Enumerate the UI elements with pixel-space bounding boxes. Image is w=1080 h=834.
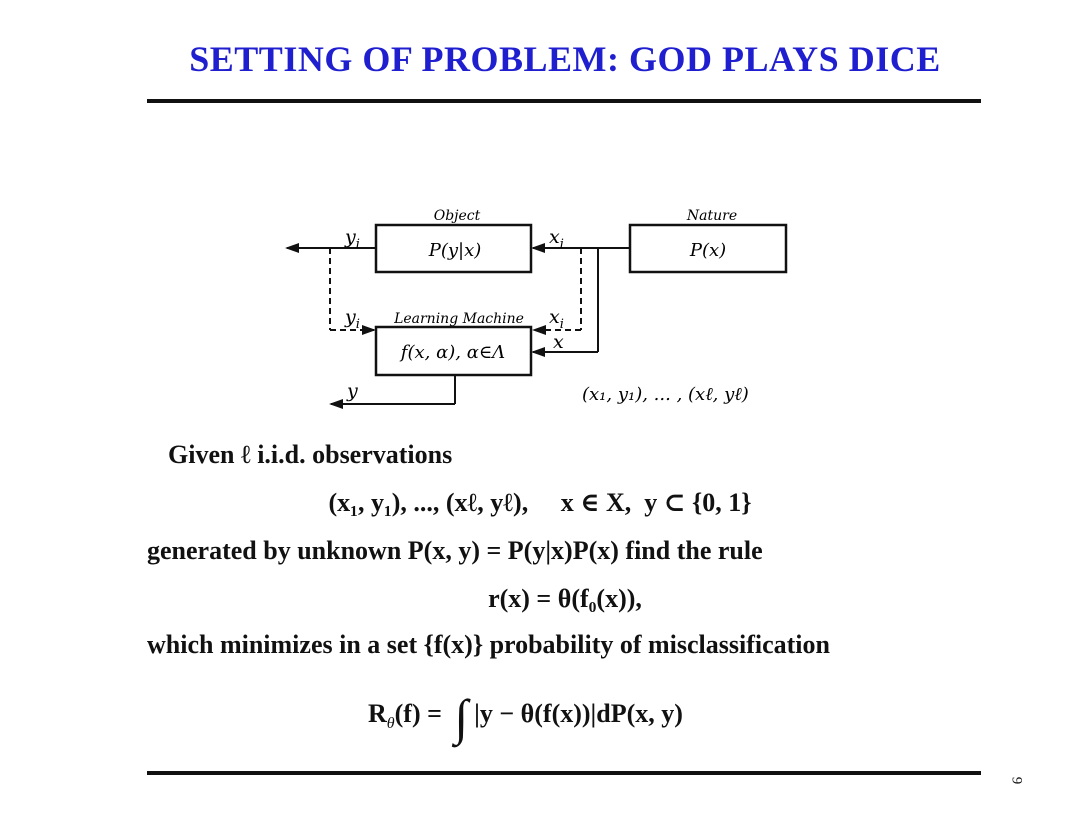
yi-mid-label: yi [344,306,360,332]
learning-machine-caption: Learning Machine [393,311,524,327]
sample-sequence-label: (x₁, y₁), ... , (xℓ, yℓ) [582,384,749,405]
risk-rhs: |y − θ(f(x))|dP(x, y) [474,699,683,728]
nature-box-label: P(x) [689,240,726,261]
which-text: which minimizes in a set {f(x)} probabil… [147,630,830,659]
risk-mid: (f) = [394,699,442,728]
xi-mid-label: xi [549,306,564,332]
object-caption: Object [434,208,481,224]
risk-lhs: R [368,699,387,728]
page-number: 9 [1008,776,1025,785]
risk-subscript: θ [386,715,395,733]
x-label: x [553,331,564,353]
risk-formula: Rθ(f) = ∫|y − θ(f(x))|dP(x, y) [368,688,683,746]
given-text: Given ℓ i.i.d. observations [168,440,453,469]
object-box-label: P(y|x) [428,240,482,261]
observations-formula: (x₁, y₁), ..., (xℓ, yℓ), x ∈ X, y ⊂ {0, … [328,488,752,517]
top-divider [147,99,981,103]
rule-formula: r(x) = θ(f₀(x)), [488,584,642,613]
learning-box-label: f(x, α), α∈Λ [399,342,505,363]
bottom-divider [147,771,981,775]
slide-title: SETTING OF PROBLEM: GOD PLAYS DICE [189,39,941,79]
xi-top-label: xi [549,226,564,252]
nature-caption: Nature [686,208,737,224]
yi-top-label: yi [344,226,360,252]
generated-text: generated by unknown P(x, y) = P(y|x)P(x… [147,536,763,565]
integral-symbol: ∫ [454,689,469,745]
y-label: y [346,380,358,402]
